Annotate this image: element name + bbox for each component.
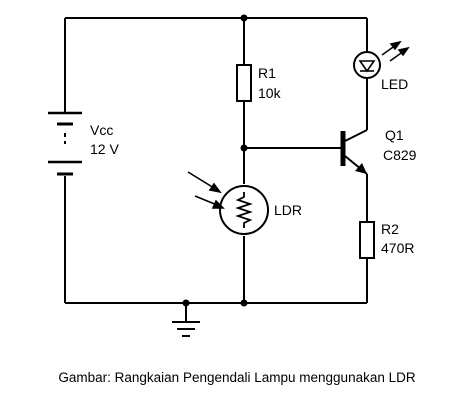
battery-value: 12 V [90, 141, 119, 157]
r2-label: R2 [381, 221, 399, 237]
q1-value: C829 [383, 147, 417, 163]
transistor-q1 [340, 129, 368, 175]
r2-value: 470R [381, 240, 414, 256]
resistor-r2 [359, 221, 375, 259]
led-symbol [353, 51, 381, 79]
ground-icon [172, 321, 200, 337]
resistor-r1 [236, 64, 252, 102]
figure-caption: Gambar: Rangkaian Pengendali Lampu mengg… [58, 370, 416, 385]
r1-value: 10k [258, 85, 282, 101]
battery-label: Vcc [90, 122, 113, 138]
junction-dots [182, 14, 248, 307]
r1-label: R1 [258, 65, 276, 81]
emit-arrows-icon [381, 40, 410, 62]
q1-label: Q1 [385, 127, 404, 143]
led-label: LED [381, 76, 408, 92]
ldr-label: LDR [274, 202, 302, 218]
light-arrows-icon [187, 171, 225, 209]
ldr-symbol [219, 185, 269, 235]
battery-symbol [48, 111, 82, 176]
